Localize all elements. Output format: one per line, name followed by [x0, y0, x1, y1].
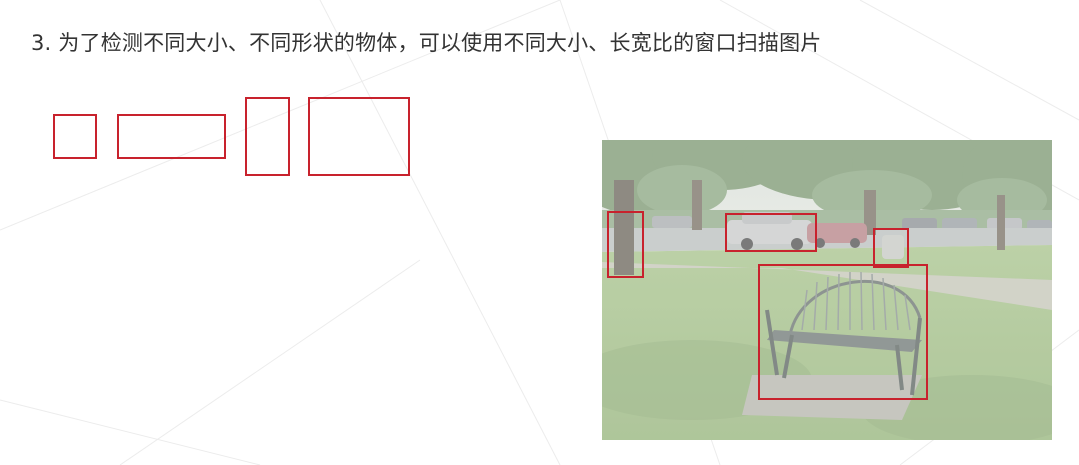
detect-box-trash-can: [873, 228, 909, 268]
window-small-square: [53, 114, 97, 159]
window-large: [308, 97, 410, 176]
slide-heading: 3. 为了检测不同大小、不同形状的物体，可以使用不同大小、长宽比的窗口扫描图片: [31, 31, 822, 55]
park-photo-illustration: [602, 140, 1052, 440]
detect-box-cars: [725, 213, 817, 252]
park-photo: [602, 140, 1052, 440]
detect-box-tree-trunk: [607, 211, 644, 278]
detect-box-bench: [758, 264, 928, 400]
window-wide: [117, 114, 226, 159]
window-tall: [245, 97, 290, 176]
